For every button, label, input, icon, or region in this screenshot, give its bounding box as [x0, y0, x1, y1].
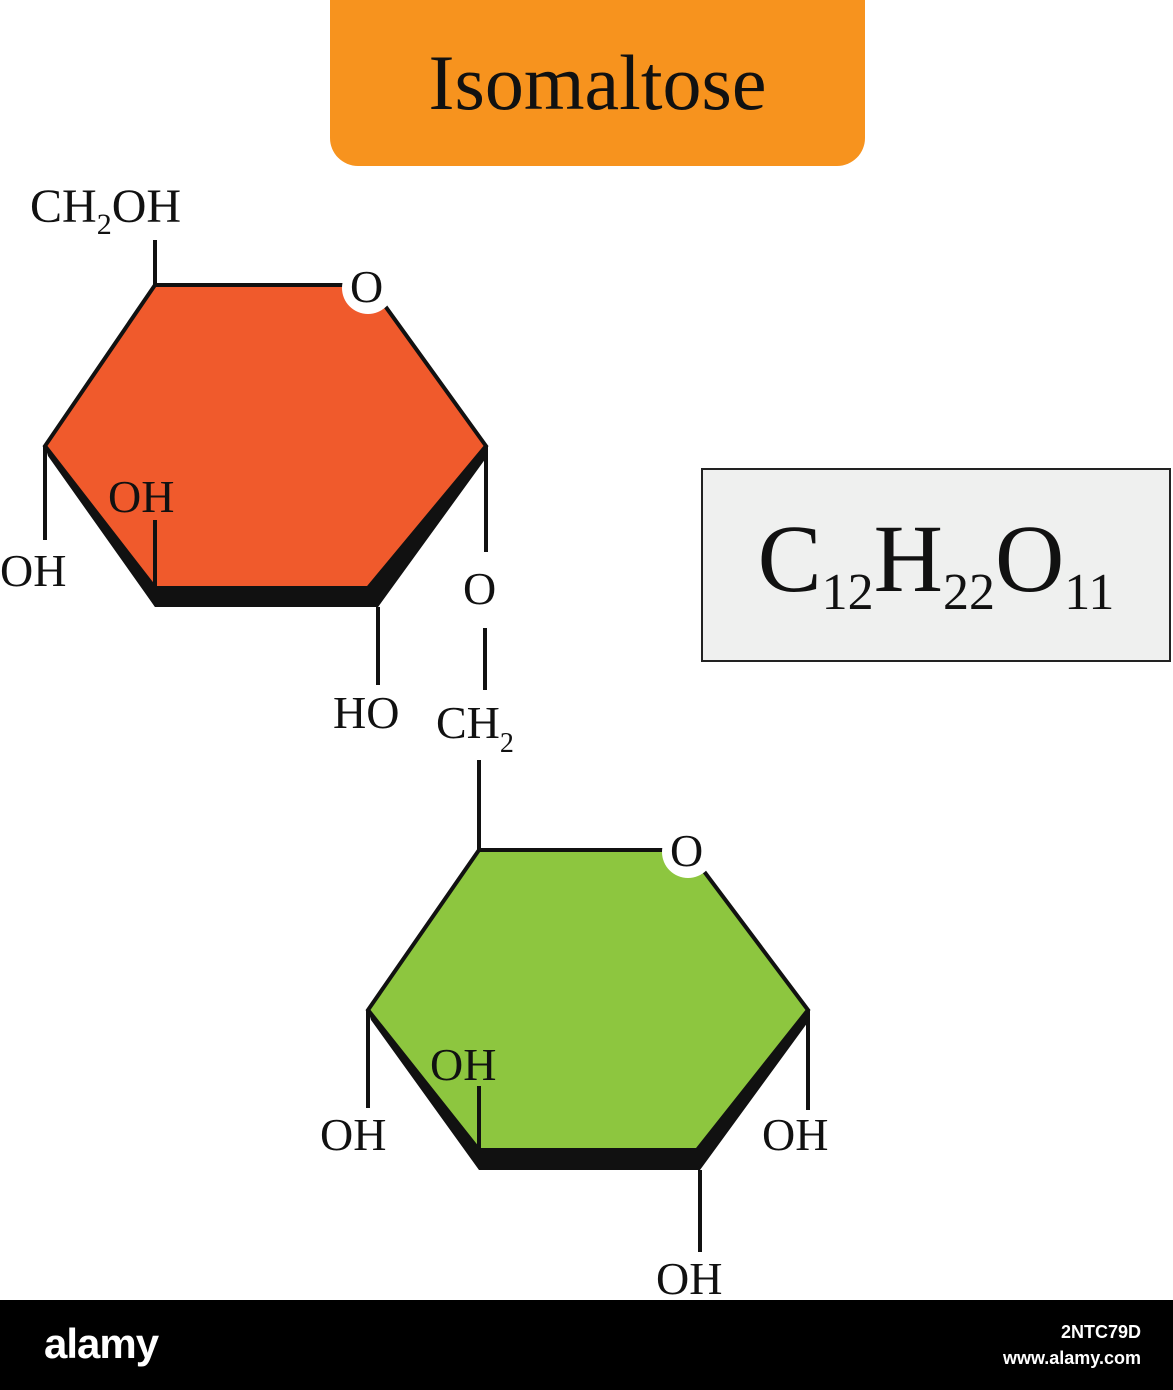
formula-box: C12H22O11	[701, 468, 1171, 662]
top-ring-o-label: O	[350, 261, 383, 312]
link-o-label: O	[463, 563, 496, 614]
bottom-oh-left-label: OH	[320, 1109, 386, 1160]
bottom-ring	[365, 826, 811, 1252]
top-ch2oh-label: CH2OH	[30, 180, 181, 241]
top-ring	[42, 240, 489, 685]
formula-carbon: C	[757, 504, 822, 612]
bottom-oh-bottom-label: OH	[656, 1253, 722, 1300]
top-ho-bottom-label: HO	[333, 687, 399, 738]
formula-oxygen: O	[994, 504, 1065, 612]
alamy-logo: alamy	[44, 1320, 159, 1367]
image-id: 2NTC79D	[1060, 1322, 1141, 1342]
top-oh-left-label: OH	[0, 545, 66, 596]
link-ch2-label: CH2	[436, 697, 514, 759]
formula-carbon-count: 12	[821, 564, 874, 622]
bottom-ring-o-notch	[662, 826, 714, 878]
structure-diagram: CH2OH O OH OH HO O CH2 O OH OH OH OH	[0, 180, 828, 1300]
formula-hydrogen-count: 22	[942, 564, 995, 622]
bottom-ring-o-label: O	[670, 825, 703, 876]
bottom-oh-inner-label: OH	[430, 1039, 496, 1090]
molecular-formula: C12H22O11	[758, 510, 1115, 622]
title-banner: Isomaltose	[330, 0, 865, 166]
formula-hydrogen: H	[873, 504, 943, 612]
bottom-oh-right-label: OH	[762, 1109, 828, 1160]
top-ring-o-notch	[342, 262, 394, 314]
footer-url: www.alamy.com	[1002, 1348, 1141, 1368]
top-oh-inner-label: OH	[108, 471, 174, 522]
title: Isomaltose	[428, 39, 767, 126]
formula-oxygen-count: 11	[1064, 564, 1115, 622]
footer-bar: alamy 2NTC79D www.alamy.com	[0, 1300, 1173, 1390]
